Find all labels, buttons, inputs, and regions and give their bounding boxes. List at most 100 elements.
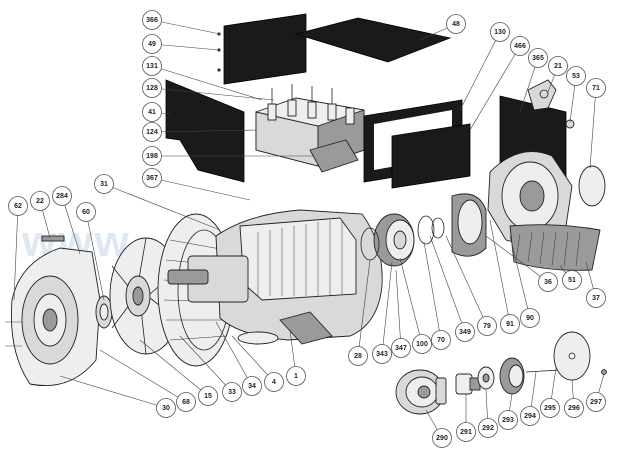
callout-circle bbox=[372, 344, 392, 364]
rectifier-wheel-100 bbox=[373, 213, 415, 267]
leader-line-343 bbox=[381, 261, 393, 355]
callout-number: 71 bbox=[592, 85, 600, 92]
callout-131: 131 bbox=[142, 56, 162, 76]
callout-circle bbox=[432, 428, 452, 448]
callout-number: 290 bbox=[436, 435, 448, 442]
callout-367: 367 bbox=[142, 168, 162, 188]
callout-circle bbox=[176, 392, 196, 412]
callout-circle bbox=[30, 191, 50, 211]
callout-circle bbox=[76, 202, 96, 222]
callout-51: 51 bbox=[562, 270, 582, 290]
callout-number: 48 bbox=[452, 21, 460, 28]
callout-circle bbox=[142, 10, 162, 30]
callout-circle bbox=[478, 418, 498, 438]
leader-lines bbox=[13, 19, 605, 439]
callout-130: 130 bbox=[490, 22, 510, 42]
leader-line-349 bbox=[429, 235, 466, 333]
callout-70: 70 bbox=[431, 330, 451, 350]
leader-line-347 bbox=[395, 269, 402, 349]
callout-number: 34 bbox=[248, 383, 256, 390]
callout-number: 70 bbox=[437, 337, 445, 344]
leader-line-34 bbox=[215, 321, 253, 387]
terminal-block-124 bbox=[255, 84, 365, 173]
callout-4: 4 bbox=[264, 372, 284, 392]
callout-number: 292 bbox=[482, 425, 494, 432]
callout-circle bbox=[477, 316, 497, 336]
callout-circle bbox=[455, 322, 475, 342]
callout-circle bbox=[391, 338, 411, 358]
callout-number: 284 bbox=[56, 193, 68, 200]
callout-circle bbox=[548, 56, 568, 76]
callout-37: 37 bbox=[586, 288, 606, 308]
callout-circle bbox=[562, 270, 582, 290]
callout-number: 1 bbox=[294, 373, 298, 380]
callout-circle bbox=[446, 14, 466, 34]
callout-number: 131 bbox=[146, 63, 158, 70]
callout-292: 292 bbox=[478, 418, 498, 438]
callout-circle bbox=[456, 422, 476, 442]
callout-294: 294 bbox=[520, 406, 540, 426]
callout-number: 296 bbox=[568, 405, 580, 412]
callout-circle bbox=[498, 410, 518, 430]
callout-30: 30 bbox=[156, 398, 176, 418]
callout-circle bbox=[538, 272, 558, 292]
callout-number: 30 bbox=[162, 405, 170, 412]
callout-number: 90 bbox=[526, 315, 534, 322]
callout-number: 51 bbox=[568, 277, 576, 284]
callout-22: 22 bbox=[30, 191, 50, 211]
callout-number: 293 bbox=[502, 417, 514, 424]
callout-79: 79 bbox=[477, 316, 497, 336]
callout-number: 31 bbox=[100, 181, 108, 188]
disc-296 bbox=[553, 331, 591, 381]
callout-circle bbox=[586, 288, 606, 308]
callout-365: 365 bbox=[528, 48, 548, 68]
callout-number: 367 bbox=[146, 175, 158, 182]
callout-number: 130 bbox=[494, 29, 506, 36]
callout-349: 349 bbox=[455, 322, 475, 342]
callout-number: 349 bbox=[459, 329, 471, 336]
leader-line-62 bbox=[13, 205, 19, 301]
callout-circle bbox=[264, 372, 284, 392]
callout-circle bbox=[142, 34, 162, 54]
callout-circle bbox=[142, 78, 162, 98]
callout-circle bbox=[142, 146, 162, 166]
callout-number: 53 bbox=[572, 73, 580, 80]
leader-line-60 bbox=[85, 211, 105, 301]
leader-line-4 bbox=[231, 335, 275, 383]
callout-68: 68 bbox=[176, 392, 196, 412]
leader-line-71 bbox=[589, 87, 597, 169]
leader-line-31 bbox=[103, 183, 221, 231]
callout-circle bbox=[8, 196, 28, 216]
leader-line-68 bbox=[99, 349, 187, 403]
callout-number: 21 bbox=[554, 63, 562, 70]
leader-line-70 bbox=[423, 241, 442, 341]
callout-circle bbox=[52, 186, 72, 206]
leader-line-366 bbox=[151, 19, 221, 35]
callout-number: 343 bbox=[376, 351, 388, 358]
callout-circle bbox=[566, 66, 586, 86]
leader-line-79 bbox=[445, 235, 488, 327]
cover-plate-366 bbox=[217, 13, 307, 85]
callout-91: 91 bbox=[500, 314, 520, 334]
callout-number: 15 bbox=[204, 393, 212, 400]
callout-number: 41 bbox=[148, 109, 156, 116]
callout-number: 294 bbox=[524, 413, 536, 420]
rear-end-bracket-90 bbox=[487, 151, 573, 244]
leader-line-284 bbox=[61, 195, 81, 255]
callout-circle bbox=[142, 168, 162, 188]
callout-circle bbox=[222, 382, 242, 402]
callout-number: 28 bbox=[354, 353, 362, 360]
callout-293: 293 bbox=[498, 410, 518, 430]
callout-circle bbox=[586, 78, 606, 98]
callout-circle bbox=[540, 398, 560, 418]
callout-28: 28 bbox=[348, 346, 368, 366]
callout-36: 36 bbox=[538, 272, 558, 292]
callout-circle bbox=[528, 48, 548, 68]
callout-number: 297 bbox=[590, 399, 602, 406]
callout-90: 90 bbox=[520, 308, 540, 328]
callout-198: 198 bbox=[142, 146, 162, 166]
callout-71: 71 bbox=[586, 78, 606, 98]
key-22 bbox=[41, 235, 65, 242]
